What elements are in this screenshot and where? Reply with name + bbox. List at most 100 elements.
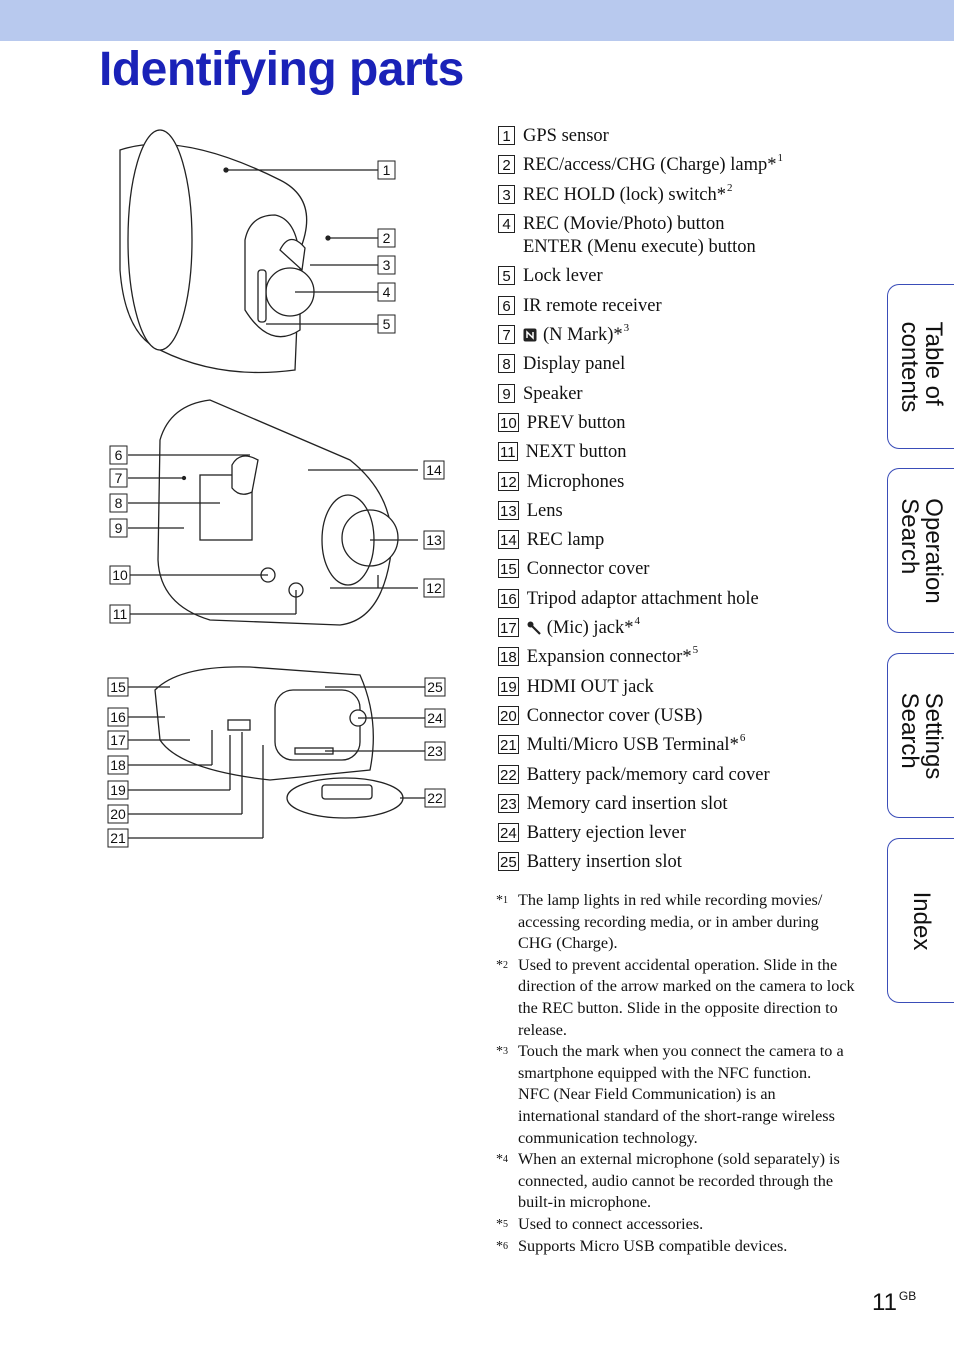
part-number: 25 xyxy=(498,852,519,872)
part-number: 22 xyxy=(498,764,519,784)
part-text: (N Mark)* xyxy=(543,325,623,346)
part-text: (Mic) jack* xyxy=(546,618,634,639)
callout-labels: 1234567891011141312151617181920212524232… xyxy=(107,160,446,848)
page-number-value: 11 xyxy=(872,1289,897,1316)
camera-top-lens-end xyxy=(127,129,193,351)
part-label: REC (Movie/Photo) button xyxy=(523,210,756,239)
callout-number: 3 xyxy=(383,257,391,273)
part-label: Display panel xyxy=(523,350,625,379)
tab-label: Table of contents xyxy=(896,321,947,412)
tab-label: Settings Search xyxy=(896,692,947,779)
part-number: 24 xyxy=(498,823,519,843)
footnote-marker: *6 xyxy=(496,1238,508,1254)
part-text: REC HOLD (lock) switch* xyxy=(523,184,726,205)
part-item: 23 Memory card insertion slot xyxy=(498,790,878,819)
part-number: 15 xyxy=(498,559,519,579)
part-text: Memory card insertion slot xyxy=(526,793,728,814)
part-label: Lens xyxy=(527,497,563,526)
part-item: 25 Battery insertion slot xyxy=(498,848,878,877)
part-number: 3 xyxy=(498,184,515,204)
callout-number: 25 xyxy=(427,679,443,695)
callout-number: 14 xyxy=(426,462,442,478)
callout-number: 6 xyxy=(115,447,123,463)
callout-number: 5 xyxy=(383,316,391,332)
part-text: Connector cover (USB) xyxy=(526,705,703,726)
part-label: Microphones xyxy=(527,468,625,497)
part-text: GPS sensor xyxy=(523,126,609,146)
callout-box xyxy=(109,565,131,585)
part-text: Lens xyxy=(526,500,563,521)
callout-box xyxy=(107,677,129,697)
callout-box xyxy=(423,578,445,598)
tab-index[interactable]: Index xyxy=(887,838,954,1003)
callout-box xyxy=(424,708,446,728)
footnote-ref: 2 xyxy=(726,181,733,194)
footnote-text: Supports Micro USB compatible devices. xyxy=(518,1236,788,1255)
part-text: Speaker xyxy=(523,383,583,404)
callout-number: 19 xyxy=(110,782,126,798)
page-title: Identifying parts xyxy=(99,43,464,96)
part-label: Memory card insertion slot xyxy=(527,790,728,819)
footnote-ref: 4 xyxy=(634,615,641,628)
n-mark-icon xyxy=(523,328,537,342)
camera-mid-body xyxy=(157,399,393,626)
callout-number: 23 xyxy=(427,743,443,759)
callout-box xyxy=(377,255,396,275)
part-text: PREV button xyxy=(526,412,626,433)
part-number: 1 xyxy=(498,126,515,145)
footnote-marker: *5 xyxy=(496,1216,508,1232)
footnote-text: When an external microphone (sold separa… xyxy=(518,1150,840,1212)
tab-settings-search[interactable]: Settings Search xyxy=(887,653,954,818)
lens xyxy=(341,509,399,567)
part-number: 13 xyxy=(498,500,519,520)
part-number: 10 xyxy=(498,412,519,432)
footnote-marker: *3 xyxy=(496,1044,508,1060)
part-number: 5 xyxy=(498,266,515,286)
part-text: REC/access/CHG (Charge) lamp* xyxy=(523,155,777,176)
tab-operation-search[interactable]: Operation Search xyxy=(887,468,954,633)
part-item: 22 Battery pack/memory card cover xyxy=(498,761,878,790)
callout-number: 22 xyxy=(427,790,443,806)
part-label: REC/access/CHG (Charge) lamp*1 xyxy=(523,151,783,180)
part-label: Expansion connector*5 xyxy=(527,643,698,672)
part-label: NEXT button xyxy=(526,438,627,467)
footnote-text: NFC (Near Field Communication) is an int… xyxy=(518,1085,835,1147)
callout-box xyxy=(424,677,446,697)
callout-number: 24 xyxy=(427,710,443,726)
part-item: 17(Mic) jack*4 xyxy=(498,614,878,643)
part-number: 23 xyxy=(498,793,519,813)
callout-box xyxy=(107,707,129,727)
part-item: 3 REC HOLD (lock) switch*2 xyxy=(498,181,878,210)
microphone-icon xyxy=(527,621,541,635)
part-label: GPS sensor xyxy=(523,122,609,151)
footnote-item: *6 Supports Micro USB compatible devices. xyxy=(496,1236,856,1258)
footnote-marker: *1 xyxy=(496,893,508,908)
callout-box xyxy=(377,228,396,248)
callout-number: 10 xyxy=(112,567,128,583)
part-text: Expansion connector* xyxy=(526,647,692,668)
part-label: Battery pack/memory card cover xyxy=(527,761,770,790)
callout-box xyxy=(377,160,396,180)
tab-table-of-contents[interactable]: Table of contents xyxy=(887,284,954,449)
callout-number: 2 xyxy=(383,230,391,246)
callout-box xyxy=(424,741,446,761)
part-label: Tripod adaptor attachment hole xyxy=(527,585,759,614)
footnote-text: Used to connect accessories. xyxy=(518,1214,704,1233)
part-label: Multi/Micro USB Terminal*6 xyxy=(527,731,746,760)
part-number: 6 xyxy=(498,295,515,315)
part-number: 7 xyxy=(498,325,515,345)
part-label: Battery insertion slot xyxy=(527,848,682,877)
part-text: IR remote receiver xyxy=(523,295,662,316)
part-number: 2 xyxy=(498,155,515,175)
part-item: 10 PREV button xyxy=(498,409,878,438)
part-item: 6 IR remote receiver xyxy=(498,292,878,321)
